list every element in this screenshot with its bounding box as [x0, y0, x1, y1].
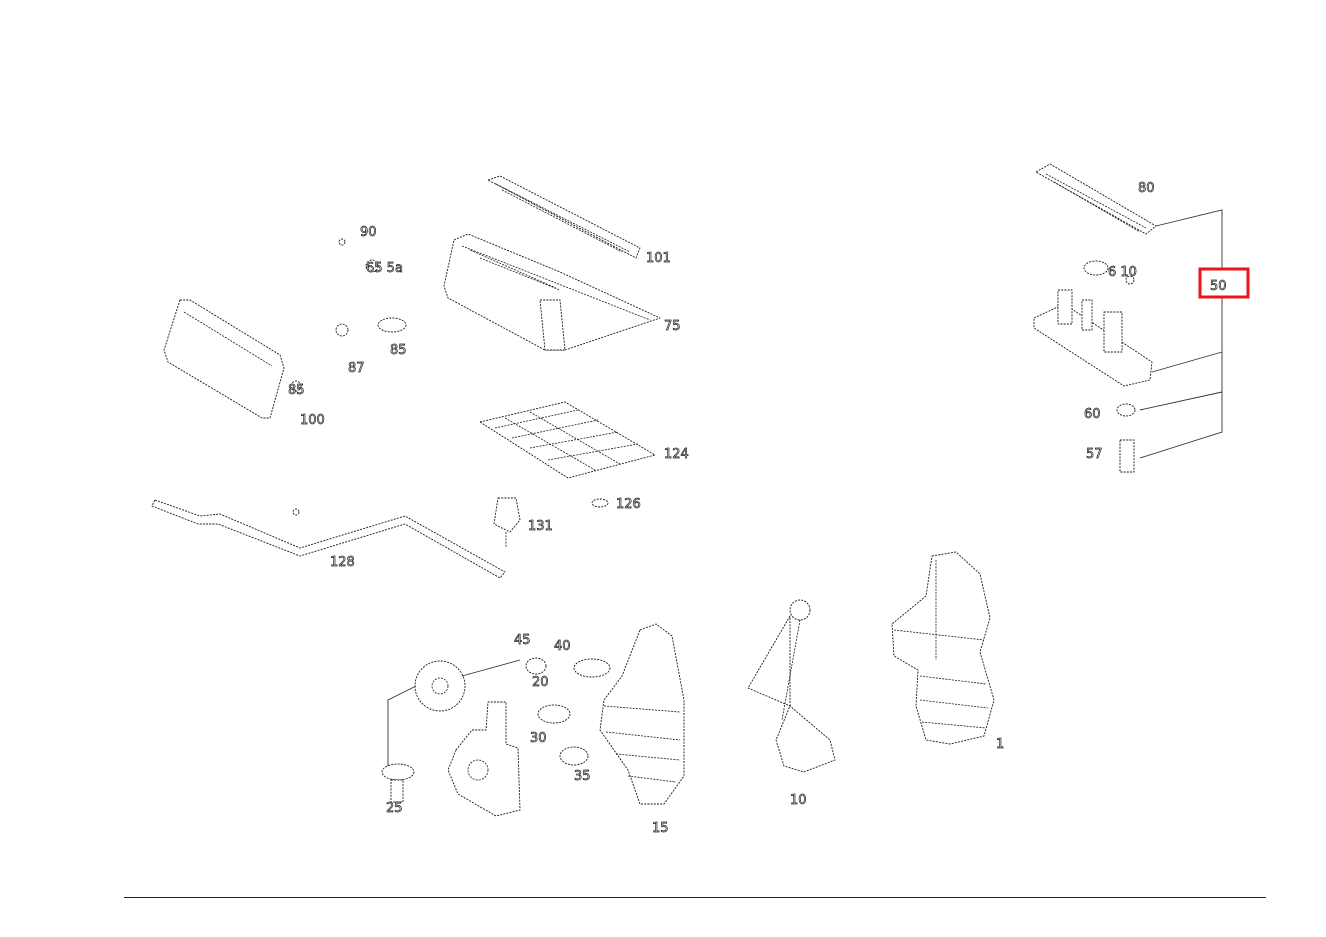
- part-long-rod: [151, 499, 506, 579]
- part-tall-cushion: [599, 623, 685, 805]
- callout-40: 40: [554, 639, 571, 654]
- callout-124: 124: [664, 447, 689, 462]
- callout-75: 75: [664, 319, 681, 334]
- part-bottle: [447, 701, 521, 817]
- right-leader-lines: [1139, 209, 1223, 459]
- part-clip-parts: [493, 497, 609, 548]
- highlighted-callout-50[interactable]: 50: [1198, 267, 1250, 299]
- callout-131: 131: [528, 519, 553, 534]
- callout-57: 57: [1086, 447, 1103, 462]
- callout-1: 1: [996, 737, 1004, 752]
- part-base-plate: [1033, 260, 1153, 387]
- part-small-fasteners: [290, 238, 407, 392]
- part-disc-and-brackets: [381, 659, 521, 803]
- callout-10: 10: [790, 793, 807, 808]
- callout-50: 50: [1210, 279, 1227, 294]
- callout-126: 126: [616, 497, 641, 512]
- callout-20: 20: [532, 675, 549, 690]
- callout-80: 80: [1138, 181, 1155, 196]
- part-back-panel: [163, 299, 285, 419]
- callout-90: 90: [360, 225, 377, 240]
- callout-45: 45: [514, 633, 531, 648]
- callout-65-5a: 65 5a: [366, 261, 403, 276]
- part-right-fasteners: [1116, 403, 1136, 473]
- part-slat-mat: [479, 401, 656, 479]
- part-cushion-strip: [487, 175, 641, 259]
- callout-30: 30: [530, 731, 547, 746]
- callout-60: 60: [1084, 407, 1101, 422]
- part-wedge-block: [443, 233, 661, 351]
- highlight-box: [1198, 267, 1250, 299]
- part-right-strip: [1035, 163, 1157, 235]
- callout-87: 87: [348, 361, 365, 376]
- callout-101: 101: [646, 251, 671, 266]
- callout-15: 15: [652, 821, 669, 836]
- callout-6-10: 6 10: [1108, 265, 1137, 280]
- part-seat-cover: [891, 551, 995, 745]
- callout-128: 128: [330, 555, 355, 570]
- footer-rule: [124, 897, 1266, 898]
- callout-85b: 85: [288, 383, 305, 398]
- callout-25: 25: [386, 801, 403, 816]
- callout-85: 85: [390, 343, 407, 358]
- callout-35: 35: [574, 769, 591, 784]
- part-bottom-clips: [525, 657, 611, 766]
- part-frame: [747, 599, 836, 773]
- callout-100: 100: [300, 413, 325, 428]
